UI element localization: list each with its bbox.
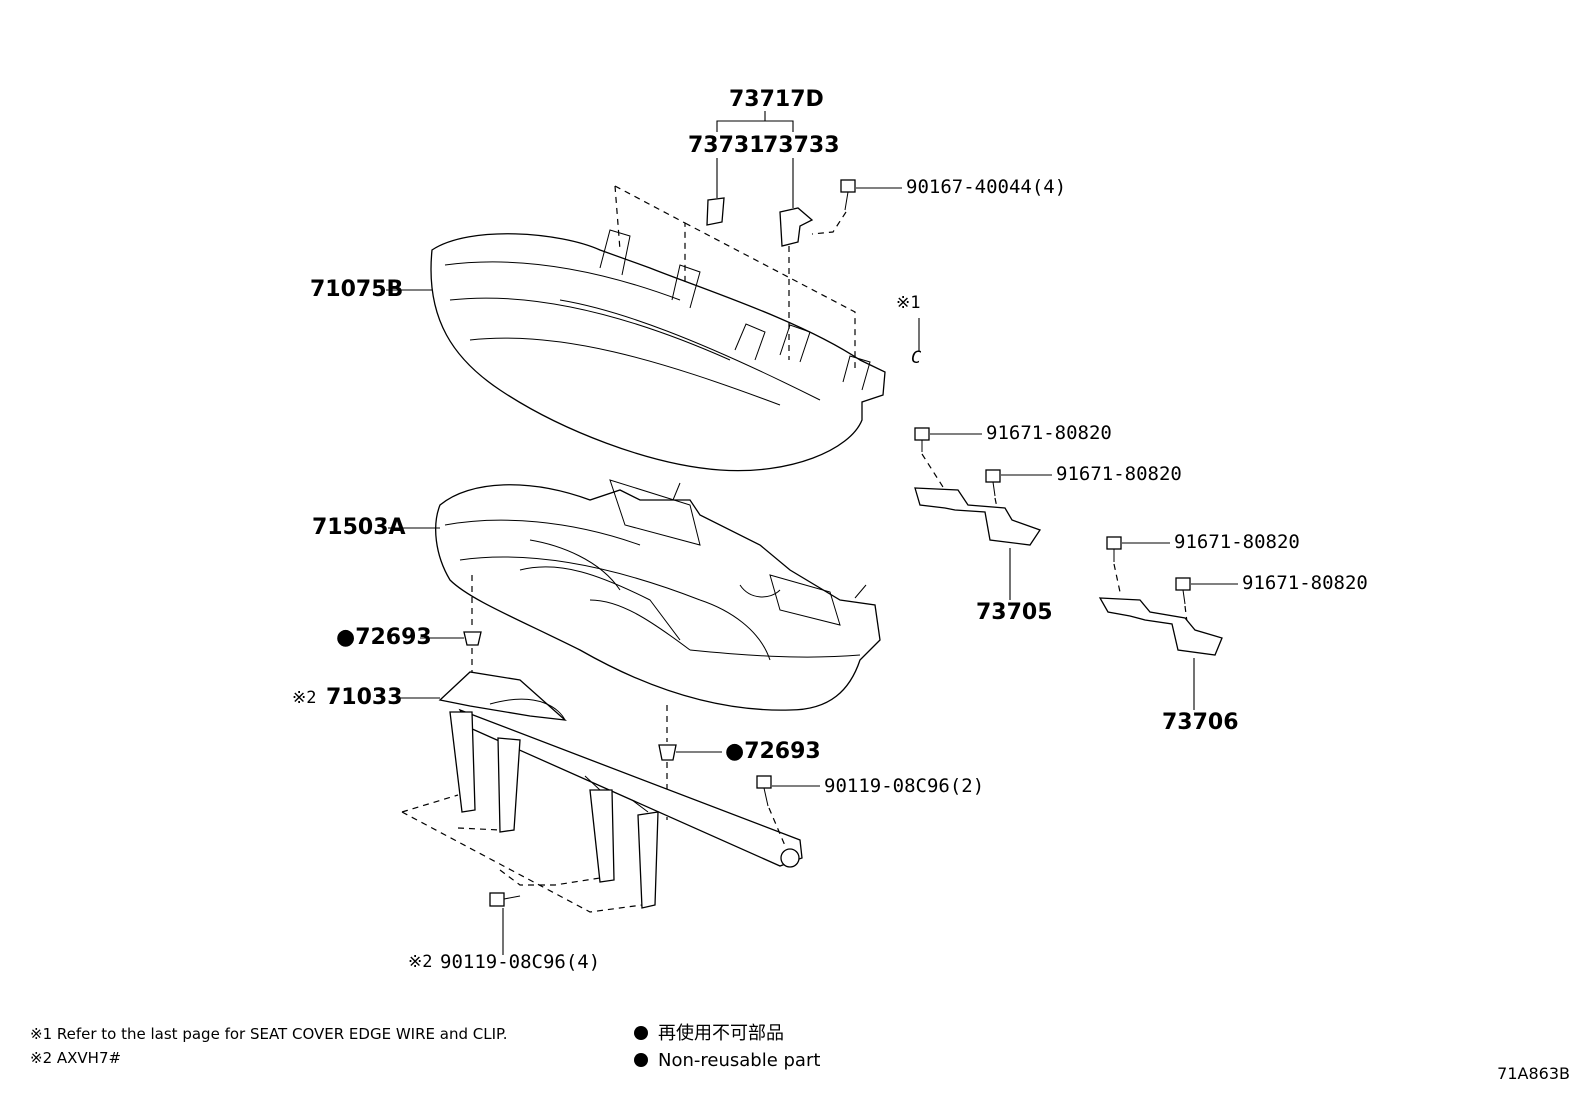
frame-dashed-outline-4 bbox=[499, 869, 601, 886]
label-90119-4-mark: ※2 bbox=[408, 952, 433, 972]
label-73733: 73733 bbox=[763, 133, 840, 158]
label-90119-4: 90119-08C96(4) bbox=[440, 951, 601, 973]
label-71075b: 71075B bbox=[310, 277, 404, 302]
label-90167-40044: 90167-40044(4) bbox=[906, 176, 1067, 198]
label-ref1-clip: C bbox=[911, 348, 922, 368]
legend-jp: 再使用不可部品 bbox=[634, 1025, 784, 1043]
73731-clip bbox=[706, 158, 725, 226]
90167-screw bbox=[811, 179, 902, 235]
73705-hinge bbox=[914, 427, 1052, 600]
label-73705: 73705 bbox=[976, 600, 1053, 625]
label-71033-mark: ※2 bbox=[292, 688, 317, 708]
label-71033: 71033 bbox=[326, 685, 403, 710]
frame-dashed-outline-2 bbox=[401, 811, 643, 913]
legend-en: Non-reusable part bbox=[634, 1052, 820, 1070]
73706-hinge bbox=[1098, 536, 1238, 710]
clip-position-lines-2 bbox=[614, 185, 621, 251]
diagram-id: 71A863B bbox=[1497, 1064, 1570, 1083]
clip-position-lines-3 bbox=[684, 222, 856, 368]
seat-frame bbox=[438, 671, 803, 909]
label-73717d: 73717D bbox=[729, 87, 824, 112]
label-73706: 73706 bbox=[1162, 710, 1239, 735]
label-91671-d: 91671-80820 bbox=[1242, 572, 1368, 594]
label-91671-b: 91671-80820 bbox=[1056, 463, 1182, 485]
grommet-left bbox=[420, 575, 482, 700]
note-2: ※2 AXVH7# bbox=[30, 1049, 122, 1067]
label-73731: 73731 bbox=[688, 133, 765, 158]
label-91671-a: 91671-80820 bbox=[986, 422, 1112, 444]
label-72693-b: ●72693 bbox=[725, 739, 821, 764]
label-ref1-mark: ※1 bbox=[896, 293, 921, 313]
frame-dashed-outline-3 bbox=[457, 827, 501, 831]
label-72693-a: ●72693 bbox=[336, 625, 432, 650]
legend-en-text: Non-reusable part bbox=[658, 1050, 821, 1071]
label-91671-c: 91671-80820 bbox=[1174, 531, 1300, 553]
frame-dashed-outline bbox=[401, 794, 459, 813]
seat-cushion bbox=[435, 479, 881, 711]
90119-screw-lower bbox=[489, 892, 521, 955]
90119-screw-upper bbox=[756, 775, 820, 849]
seat-back-cover bbox=[430, 229, 886, 472]
legend-jp-text: 再使用不可部品 bbox=[658, 1023, 784, 1044]
73717d-bracket bbox=[716, 111, 794, 132]
non-reusable-dot-icon bbox=[634, 1053, 648, 1067]
label-71503a: 71503A bbox=[312, 515, 406, 540]
label-90119-2: 90119-08C96(2) bbox=[824, 775, 985, 797]
non-reusable-dot-icon bbox=[634, 1026, 648, 1040]
note-1: ※1 Refer to the last page for SEAT COVER… bbox=[30, 1025, 508, 1043]
73733-clip bbox=[779, 158, 814, 360]
